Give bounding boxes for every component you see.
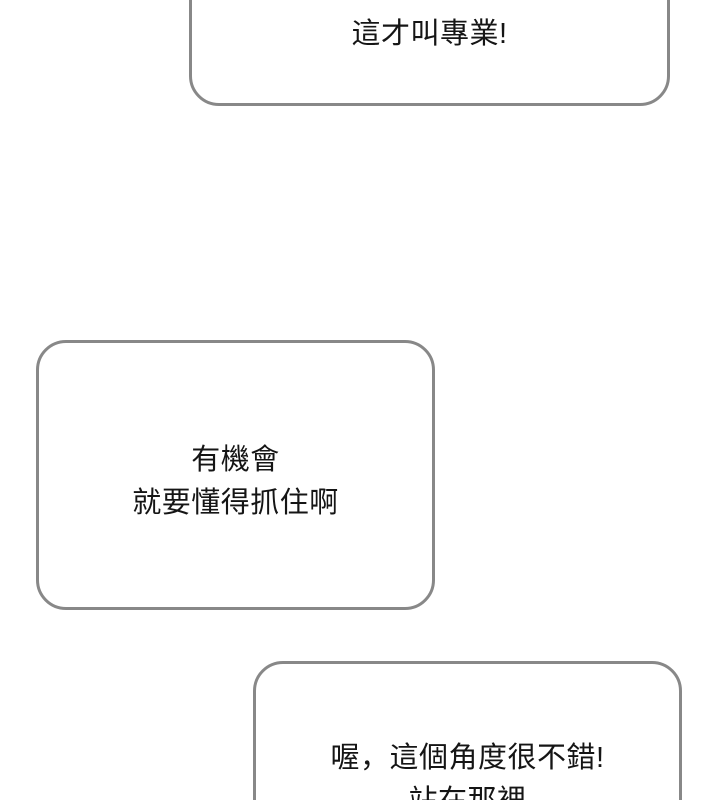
- speech-bubble-3: 喔，這個角度很不錯! 站在那裡: [253, 661, 682, 800]
- speech-bubble-2-text: 有機會 就要懂得抓住啊: [132, 444, 339, 519]
- speech-bubble-1-text: 這才叫專業!: [351, 18, 508, 50]
- speech-bubble-1: 這才叫專業!: [189, 0, 670, 106]
- speech-bubble-3-text: 喔，這個角度很不錯! 站在那裡: [330, 742, 605, 800]
- speech-bubble-2: 有機會 就要懂得抓住啊: [36, 340, 435, 610]
